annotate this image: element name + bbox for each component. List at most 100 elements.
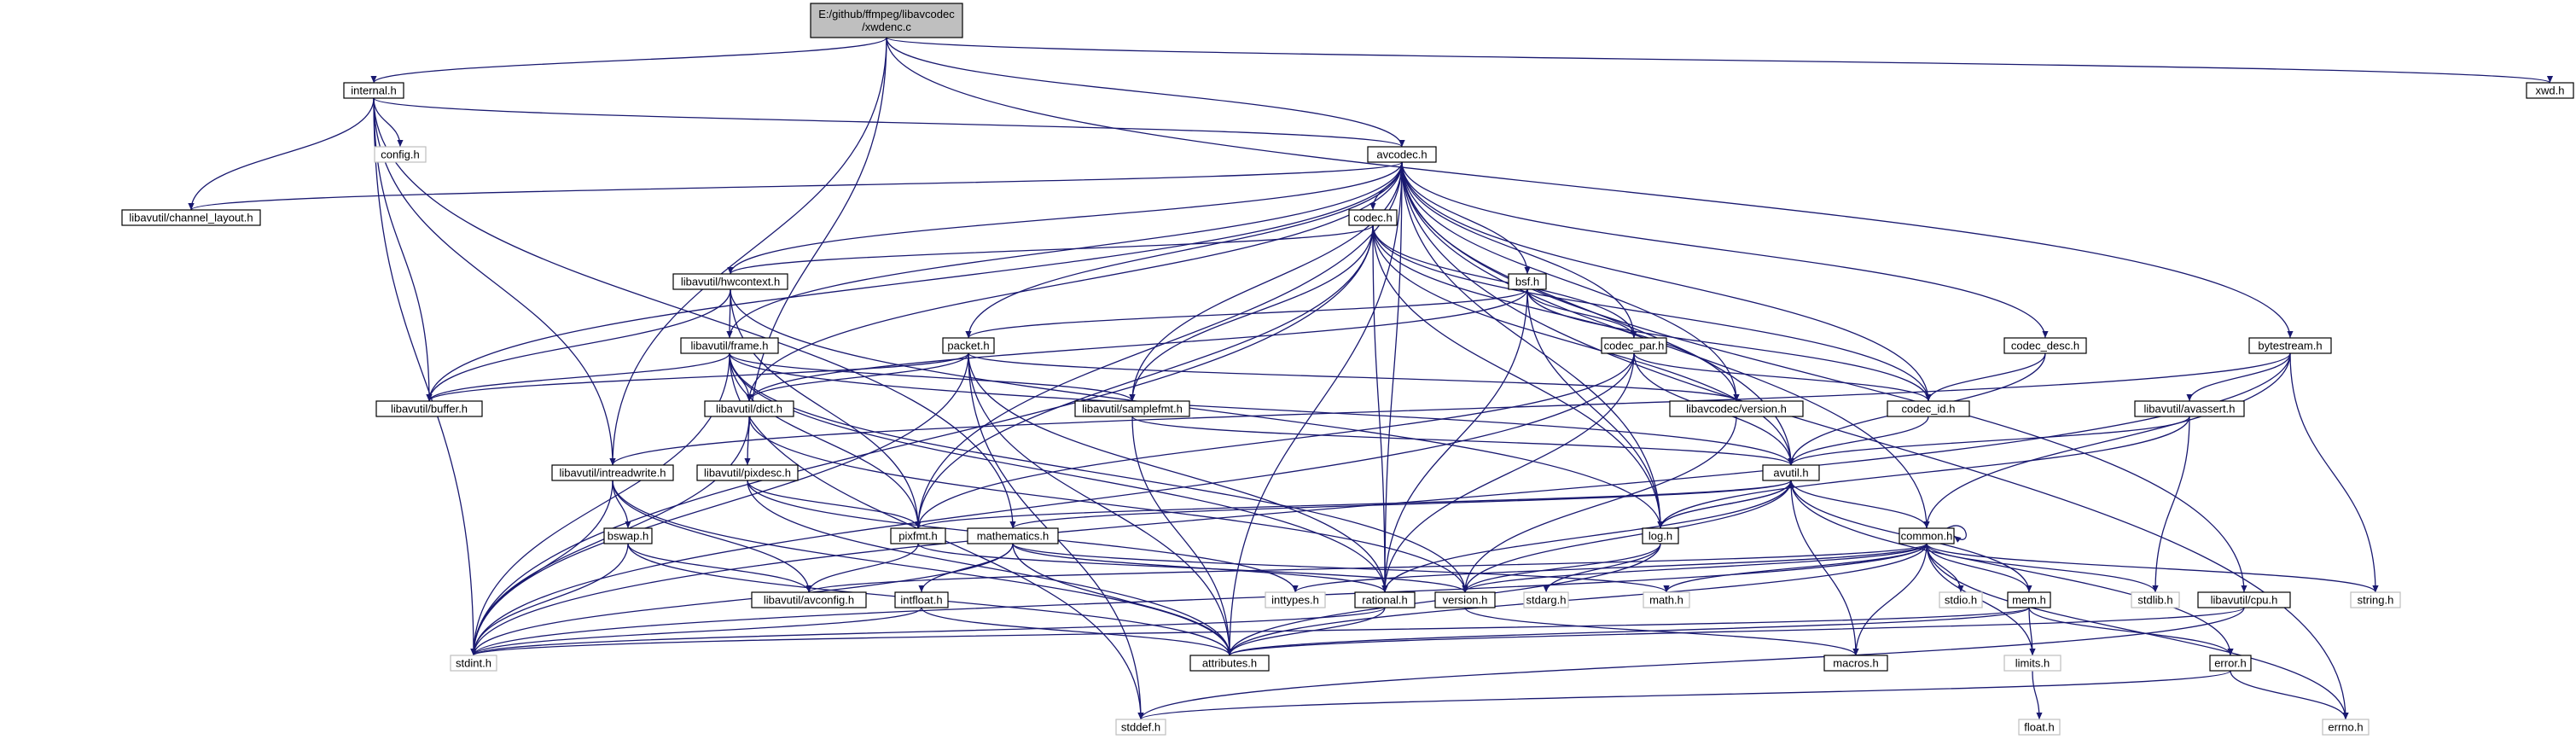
node-box — [2003, 655, 2061, 672]
edge-avutil-to-rational — [1381, 480, 1792, 593]
edge-version-to-macros — [1464, 607, 1859, 656]
node-box — [343, 82, 404, 99]
edge-frame-to-version — [729, 352, 1468, 593]
node-label: attributes.h — [1202, 657, 1257, 670]
node-box — [1354, 591, 1416, 608]
edge-limits-to-float — [2032, 670, 2043, 720]
node-avassert[interactable]: libavutil/avassert.h — [2134, 400, 2245, 417]
edge-avcodec-to-chlayout — [188, 161, 1403, 211]
edge-bsf-to-log — [1526, 288, 1664, 529]
node-box — [1523, 591, 1569, 608]
node-samplefmt[interactable]: libavutil/samplefmt.h — [1074, 400, 1190, 417]
node-stdio[interactable]: stdio.h — [1939, 591, 1983, 608]
node-box — [1887, 400, 1970, 417]
node-packet[interactable]: packet.h — [942, 337, 995, 354]
node-internal[interactable]: internal.h — [343, 82, 404, 99]
edge-rational-to-stdint — [470, 607, 1386, 656]
node-label: libavutil/dict.h — [716, 403, 782, 416]
node-bswap[interactable]: bswap.h — [603, 527, 653, 544]
node-codec[interactable]: codec.h — [1348, 209, 1398, 226]
node-dict[interactable]: libavutil/dict.h — [704, 400, 794, 417]
node-intfloat[interactable]: intfloat.h — [894, 591, 949, 608]
edge-codec-to-log — [1372, 224, 1664, 529]
node-version[interactable]: version.h — [1434, 591, 1496, 608]
edge-common-to-attributes — [1226, 543, 1928, 656]
node-avutil[interactable]: avutil.h — [1762, 464, 1820, 481]
edge-bsf-to-dict — [746, 288, 1528, 402]
node-pixdesc[interactable]: libavutil/pixdesc.h — [696, 464, 799, 481]
node-stdlib[interactable]: stdlib.h — [2131, 591, 2180, 608]
node-hwctx[interactable]: libavutil/hwcontext.h — [672, 273, 788, 290]
edge-packet-to-dict — [746, 352, 969, 402]
edge-common-to-stdlib — [1926, 543, 2159, 593]
node-avconfig[interactable]: libavutil/avconfig.h — [751, 591, 867, 608]
node-string[interactable]: string.h — [2350, 591, 2401, 608]
node-config[interactable]: config.h — [374, 146, 427, 163]
node-common[interactable]: common.h — [1899, 527, 1955, 544]
edge-common-to-macros — [1852, 543, 1928, 656]
node-stdarg[interactable]: stdarg.h — [1523, 591, 1569, 608]
edge-frame-to-rational — [729, 352, 1388, 593]
node-box — [1899, 527, 1955, 544]
node-codecdesc[interactable]: codec_desc.h — [2003, 337, 2087, 354]
node-label: stdarg.h — [1526, 594, 1567, 607]
node-stdint[interactable]: stdint.h — [450, 655, 497, 672]
node-box — [810, 3, 963, 38]
edge-intreadwrite-to-stdint — [470, 480, 613, 656]
node-math[interactable]: math.h — [1643, 591, 1690, 608]
node-log[interactable]: log.h — [1642, 527, 1679, 544]
node-frame[interactable]: libavutil/frame.h — [680, 337, 779, 354]
edge-error-to-stddef — [1137, 670, 2231, 720]
edge-avcodec-to-dict — [746, 161, 1403, 402]
node-box — [1601, 337, 1667, 354]
node-label: macros.h — [1833, 657, 1878, 670]
node-codecid[interactable]: codec_id.h — [1887, 400, 1970, 417]
node-chlayout[interactable]: libavutil/channel_layout.h — [121, 209, 261, 226]
node-float[interactable]: float.h — [2018, 719, 2061, 736]
node-avcodec[interactable]: avcodec.h — [1367, 146, 1437, 163]
node-inttypes[interactable]: inttypes.h — [1265, 591, 1326, 608]
edge-bsf-to-codecpar — [1526, 288, 1637, 339]
edge-avutil-to-common — [1790, 480, 1930, 529]
edge-avcodec-to-samplefmt — [1129, 161, 1403, 402]
node-attributes[interactable]: attributes.h — [1189, 655, 1270, 672]
node-box — [1762, 464, 1820, 481]
edge-codec-to-codecid — [1372, 224, 1932, 402]
node-rational[interactable]: rational.h — [1354, 591, 1416, 608]
node-label: stdio.h — [1945, 594, 1977, 607]
node-pixfmt[interactable]: pixfmt.h — [890, 527, 946, 544]
edge-common-to-common — [1946, 525, 1967, 543]
node-label: config.h — [381, 148, 420, 161]
edge-avcodec-to-codecid — [1401, 161, 1932, 402]
edge-root-to-pixdesc — [744, 37, 887, 466]
node-xwd[interactable]: xwd.h — [2526, 82, 2574, 99]
edge-log-to-avutil — [1660, 480, 1794, 529]
node-codecpar[interactable]: codec_par.h — [1601, 337, 1667, 354]
node-label: math.h — [1649, 594, 1683, 607]
node-mem[interactable]: mem.h — [2007, 591, 2051, 608]
node-buffer[interactable]: libavutil/buffer.h — [375, 400, 483, 417]
node-label: intfloat.h — [900, 594, 942, 607]
node-box — [672, 273, 788, 290]
node-bsf[interactable]: bsf.h — [1508, 273, 1547, 290]
node-macros[interactable]: macros.h — [1823, 655, 1888, 672]
edge-avutil-to-pixfmt — [915, 480, 1792, 529]
node-cpu[interactable]: libavutil/cpu.h — [2197, 591, 2291, 608]
node-box — [1669, 400, 1804, 417]
node-error[interactable]: error.h — [2209, 655, 2252, 672]
node-stddef[interactable]: stddef.h — [1115, 719, 1166, 736]
edge-avcodec-to-hwctx — [727, 161, 1403, 275]
edge-mathematics-to-math — [1012, 543, 1670, 593]
node-errno[interactable]: errno.h — [2322, 719, 2370, 736]
node-root[interactable]: E:/github/ffmpeg/libavcodec/xwdenc.c — [810, 3, 963, 38]
node-intreadwrite[interactable]: libavutil/intreadwrite.h — [551, 464, 674, 481]
node-limits[interactable]: limits.h — [2003, 655, 2061, 672]
node-box — [1642, 527, 1679, 544]
node-lavcversion[interactable]: libavcodec/version.h — [1669, 400, 1804, 417]
node-label: libavutil/samplefmt.h — [1082, 403, 1183, 416]
edge-internal-to-stdint — [373, 97, 477, 656]
node-mathematics[interactable]: mathematics.h — [967, 527, 1059, 544]
edge-codec-to-codecpar — [1372, 224, 1637, 339]
node-bytestream[interactable]: bytestream.h — [2248, 337, 2332, 354]
edge-bytestream-to-avassert — [2186, 352, 2291, 402]
